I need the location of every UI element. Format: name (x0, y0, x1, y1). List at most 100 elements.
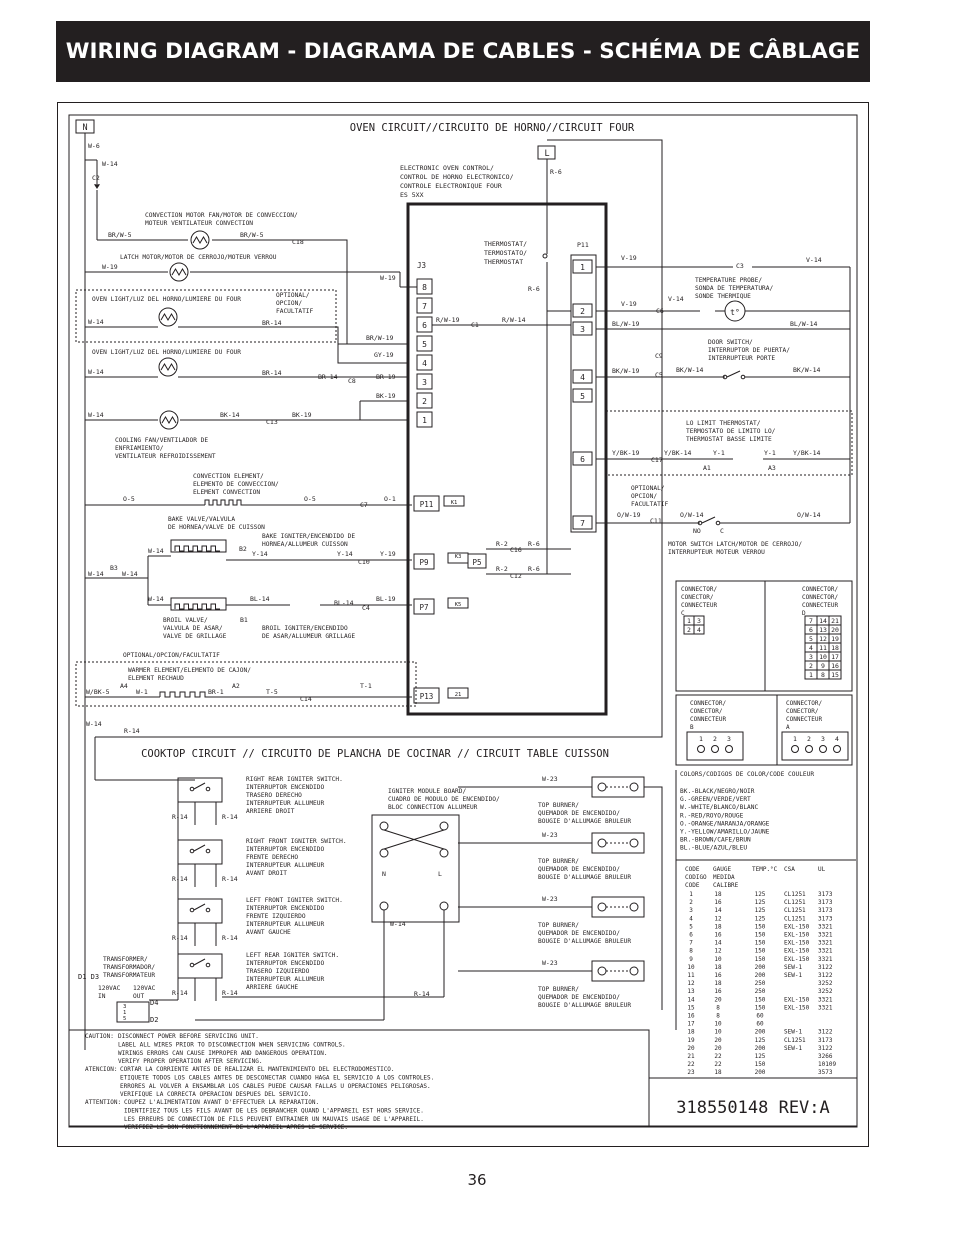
gauge-table-cell: 4 (689, 915, 693, 922)
connector-label: B3 (110, 564, 118, 572)
cooling-fan (159, 410, 179, 430)
wire-label: GY-19 (374, 351, 394, 359)
gauge-table-cell: 11 (687, 972, 695, 979)
colors-table-row: G.-GREEN/VERDE/VERT (680, 796, 751, 803)
j3-pin-label: 3 (422, 378, 427, 387)
caution-line: LABEL ALL WIRES PRIOR TO DISCONNECTION W… (118, 1041, 346, 1048)
wire-label: Y/BK-19 (612, 449, 639, 457)
wire-label: BL/W-19 (612, 320, 639, 328)
connector-label: A1 (703, 464, 711, 472)
module-terminal (439, 848, 449, 858)
wire-label: V-19 (621, 254, 637, 262)
gauge-table-cell: 20 (714, 1045, 722, 1052)
gauge-table-cell: 200 (755, 1045, 766, 1052)
colors-table-row: BK.-BLACK/NEGRO/NOIR (680, 788, 755, 795)
gauge-table-cell: 1 (689, 891, 693, 898)
wire-label: BR-1 (208, 688, 224, 696)
gauge-table-cell: EXL-150 (784, 923, 810, 930)
connector-c-title: CONNECTEUR (681, 602, 718, 609)
wire-label: R/W-19 (436, 316, 460, 324)
j3-pin (416, 373, 433, 390)
igniter-module-board (371, 814, 460, 923)
gauge-table-cell: 8 (689, 948, 693, 955)
gauge-table-cell: 19 (687, 1037, 695, 1044)
cooling-fan-winding (161, 416, 177, 424)
latch-motor-winding (171, 268, 187, 276)
component-label: COOLING FAN/VENTILADOR DE (115, 437, 208, 444)
top-burner-label: TOP BURNER/ (538, 802, 579, 809)
gauge-table-cell: 150 (755, 1004, 766, 1011)
transformer-label: TRANSFORMADOR/ (103, 964, 155, 971)
wire-label: BR-14 (262, 319, 282, 327)
wire-label: BK/W-14 (793, 366, 820, 374)
wire-label: BL-19 (376, 595, 396, 603)
wire-label: W-14 (86, 720, 102, 728)
relay-label: P13 (420, 692, 434, 701)
wire-label: W-6 (88, 142, 100, 150)
component-label: CONVECTION MOTOR FAN/MOTOR DE CONVECCION… (145, 212, 298, 219)
relay-label: P5 (472, 558, 481, 567)
connector-label: C5 (655, 371, 663, 379)
component-label: BROIL VALVE/ (163, 617, 208, 624)
gauge-table-cell: 14 (714, 940, 722, 947)
connector-d-cell-label: 6 (809, 626, 813, 634)
gauge-table-cell: EXL-150 (784, 932, 810, 939)
connector-b-pin-label: 2 (713, 735, 717, 743)
connector-a-pin-label: 2 (807, 735, 811, 743)
transformer-pin: 3 (123, 1004, 126, 1010)
component-label: LATCH MOTOR/MOTOR DE CERROJO/MOTEUR VERR… (120, 254, 277, 261)
igniter-switch (177, 953, 223, 979)
caution-line: ETIQUETE TODOS LOS CABLES ANTES DE DESCO… (120, 1074, 434, 1081)
igniter-switch (177, 777, 223, 803)
optional-label: OPTIONAL/ (276, 292, 310, 299)
connector-label: C8 (348, 377, 356, 385)
j3-pin (416, 335, 433, 352)
latch-motor (169, 262, 189, 282)
caution-label: ATTENTION: (85, 1099, 121, 1106)
gauge-table-cell: 3173 (818, 907, 833, 914)
gauge-table-cell: 18 (714, 891, 722, 898)
module-l-label: L (438, 870, 442, 878)
wire-label: T-5 (266, 688, 278, 696)
gauge-table-cell: 18 (714, 1069, 722, 1076)
igniter-switch-label: ARRIERE GAUCHE (246, 984, 298, 991)
wire-label: Y-19 (380, 550, 396, 558)
wire-label: R-14 (172, 875, 188, 883)
connector-label: C16 (510, 546, 522, 554)
transformer-out-label: OUT (133, 993, 144, 1000)
connector-d-cell-label: 15 (831, 671, 839, 679)
igniter-switch-label: RIGHT REAR IGNITER SWITCH. (246, 776, 343, 783)
wire-label: BK/W-19 (612, 367, 639, 375)
connector-c-cell-label: 3 (697, 617, 701, 625)
wire-label: W-23 (542, 895, 558, 903)
connector-d-cell-label: 1 (809, 671, 813, 679)
relay-k5-box (447, 597, 469, 609)
connector-d-title: CONNECTOR/ (802, 586, 839, 593)
connector-b-pin-label: 1 (699, 735, 703, 743)
caution-line: VERIFIEZ LE BON FONCTIONNEMENT DE L'APPA… (124, 1124, 348, 1131)
gauge-table-cell: 8 (716, 1013, 720, 1020)
component-label: OVEN LIGHT/LUZ DEL HORNO/LUMIERE DU FOUR (92, 349, 241, 356)
component-label: SONDA DE TEMPERATURA/ (695, 285, 774, 292)
optional-label: OPCION/ (631, 493, 657, 500)
connector-a-title: CONNECTOR/ (786, 700, 823, 707)
igniter-switch-label: INTERRUPTOR ENCENDIDO (246, 784, 325, 791)
wire-label: BR-14 (262, 369, 282, 377)
connector-c-cell (693, 624, 705, 635)
wire-label: R-14 (414, 990, 430, 998)
component-label: DOOR SWITCH/ (708, 339, 753, 346)
igniter-switch-contact (193, 782, 206, 790)
switch-terminal-label: NO (693, 527, 701, 535)
gauge-table-header: CSA (784, 866, 795, 873)
igniter-switch-label: INTERRUPTOR ENCENDIDO (246, 846, 325, 853)
connector-a-title: A (786, 724, 790, 731)
oven-light-1-winding (160, 313, 176, 321)
gauge-table-cell: 20 (714, 996, 722, 1003)
component-label: ENFRIAMIENTO/ (115, 445, 164, 452)
wire-label: O/W-19 (617, 511, 641, 519)
p11-pin-label: 3 (580, 325, 585, 334)
igniter-switch-label: RIGHT FRONT IGNITER SWITCH. (246, 838, 347, 845)
connector-b-pin (697, 745, 705, 753)
igniter-module-label: CUADRO DE MODULO DE ENCENDIDO/ (388, 796, 500, 803)
